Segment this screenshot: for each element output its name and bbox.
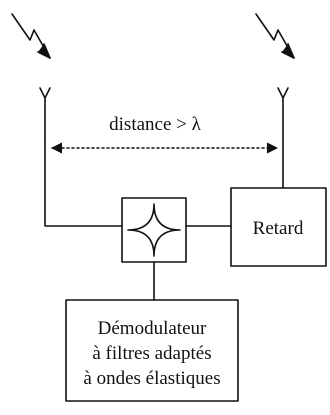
signal-arrow-right-icon <box>255 13 295 59</box>
distance-label: distance > λ <box>109 114 201 135</box>
hybrid-coupler <box>121 197 187 263</box>
demodulator-label-line-1: Démodulateur <box>98 318 207 339</box>
demodulator-label-line-3: à ondes élastiques <box>83 368 220 389</box>
antenna-right <box>277 87 289 189</box>
delay-box <box>230 187 327 267</box>
left-feed-line <box>44 139 123 227</box>
demodulator-box <box>65 299 239 402</box>
delay-label: Retard <box>253 218 304 239</box>
demodulator-label-line-2: à filtres adaptés <box>92 343 211 364</box>
signal-arrow-left-icon <box>11 13 51 59</box>
antenna-left <box>39 87 51 141</box>
